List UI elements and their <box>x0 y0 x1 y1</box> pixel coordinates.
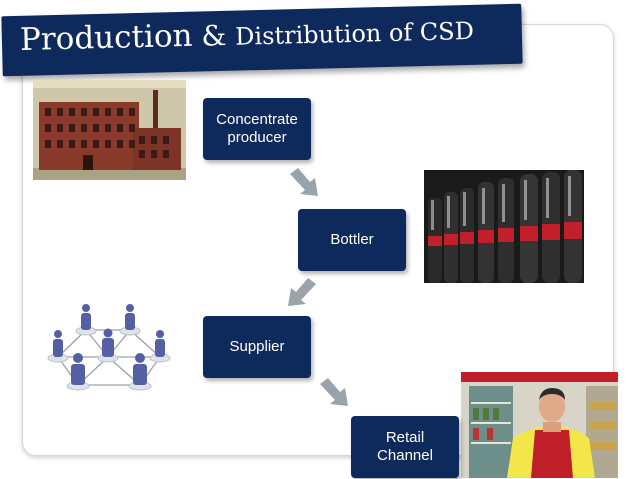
retail-channel-label: Retail Channel <box>377 429 433 464</box>
factory-photo <box>33 80 186 180</box>
bottler-label: Bottler <box>330 231 374 248</box>
concentrate-producer-box: Concentrate producer <box>203 98 311 160</box>
cola-bottles-photo <box>424 170 584 283</box>
title-main: Production <box>19 17 193 58</box>
title-amp: & <box>192 18 236 53</box>
retail-channel-box: Retail Channel <box>351 416 459 478</box>
bottler-box: Bottler <box>298 209 406 271</box>
arrow-down-right-icon <box>320 378 348 406</box>
shopkeeper-photo <box>461 372 618 478</box>
concentrate-producer-label: Concentrate producer <box>216 111 298 146</box>
supplier-box: Supplier <box>203 316 311 378</box>
arrow-down-left-icon <box>288 278 316 306</box>
title-rest: Distribution of CSD <box>234 16 475 51</box>
supplier-label: Supplier <box>229 338 285 355</box>
arrow-down-right-icon <box>290 168 318 196</box>
people-network-icon <box>40 300 180 400</box>
